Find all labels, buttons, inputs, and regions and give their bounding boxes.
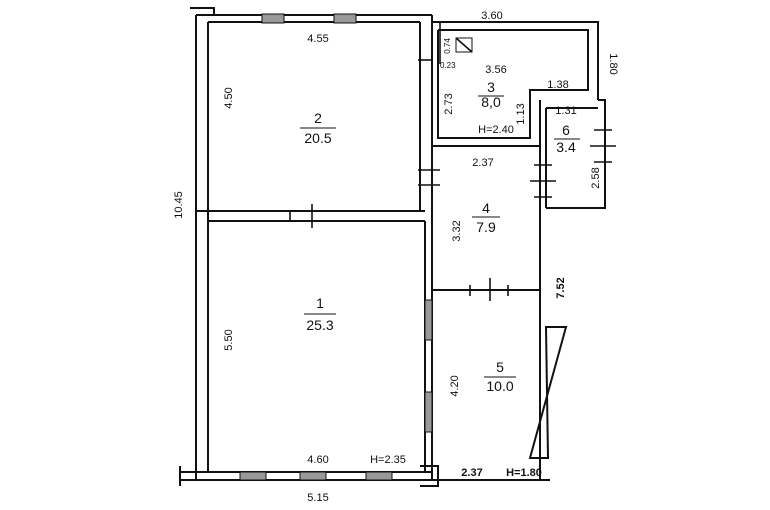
dim-room1-width: 4.60	[307, 454, 328, 466]
dim-room3-notch: 1.38	[547, 79, 568, 91]
dim-right-top: 1.80	[607, 53, 619, 74]
room-5-area: 10.0	[486, 378, 513, 394]
dim-room3-height: 2.73	[443, 93, 455, 114]
dim-room6-width: 1.31	[555, 105, 576, 117]
room-1-number: 1	[316, 295, 324, 311]
room-3-number: 3	[487, 79, 495, 95]
room-labels: 1 25.3 2 20.5 3 8,0 4 7.9 5 10.0 6 3.4	[300, 79, 580, 394]
dim-room1-ceiling: H=2.35	[370, 454, 406, 466]
dim-room1-height: 5.50	[223, 329, 235, 350]
room-2-area: 20.5	[304, 130, 331, 146]
dim-room5-width: 2.37	[461, 467, 482, 479]
dim-room6-height: 2.58	[590, 167, 602, 188]
room-5-number: 5	[496, 359, 504, 375]
dim-room2-width: 4.55	[307, 33, 328, 45]
room-6-area: 3.4	[556, 139, 576, 155]
room-6-number: 6	[562, 122, 570, 138]
dim-bottom-total: 5.15	[307, 492, 328, 504]
dim-room3-ceiling: H=2.40	[478, 124, 514, 136]
dim-room4-height: 3.32	[451, 220, 463, 241]
dim-room3-notch-height: 1.13	[515, 103, 527, 124]
room-1-area: 25.3	[306, 317, 333, 333]
dimension-labels: 3.60 4.55 4.50 10.45 5.50 4.60 H=2.35 5.…	[173, 10, 619, 504]
room-4-area: 7.9	[476, 219, 496, 235]
dim-room3-small-b: 0.23	[440, 61, 456, 70]
dim-room3-width: 3.56	[485, 64, 506, 76]
room-4-number: 4	[482, 200, 490, 216]
room-2-number: 2	[314, 110, 322, 126]
dim-top-right: 3.60	[481, 10, 502, 22]
dim-room5-ceiling: H=1.80	[506, 467, 542, 479]
dim-room4-width: 2.37	[472, 157, 493, 169]
walls	[179, 7, 616, 487]
dim-room2-height: 4.50	[223, 87, 235, 108]
dim-total-height: 10.45	[173, 191, 185, 219]
dim-room3-small-a: 0.74	[443, 38, 452, 54]
room-3-area: 8,0	[481, 94, 501, 110]
dim-room5-height: 4.20	[449, 375, 461, 396]
dim-right-total: 7.52	[555, 277, 567, 298]
